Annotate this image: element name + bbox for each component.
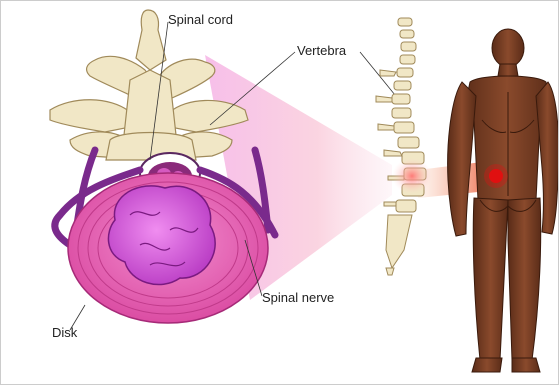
spinal-nerve-label: Spinal nerve bbox=[262, 291, 334, 304]
spinal-column bbox=[386, 18, 426, 275]
intervertebral-disk bbox=[68, 173, 268, 323]
spinal-cord-label: Spinal cord bbox=[168, 13, 233, 26]
vertebra-label: Vertebra bbox=[297, 44, 346, 57]
human-figure bbox=[448, 29, 559, 372]
disk-label: Disk bbox=[52, 326, 77, 339]
spine-pain-glow bbox=[392, 158, 432, 194]
